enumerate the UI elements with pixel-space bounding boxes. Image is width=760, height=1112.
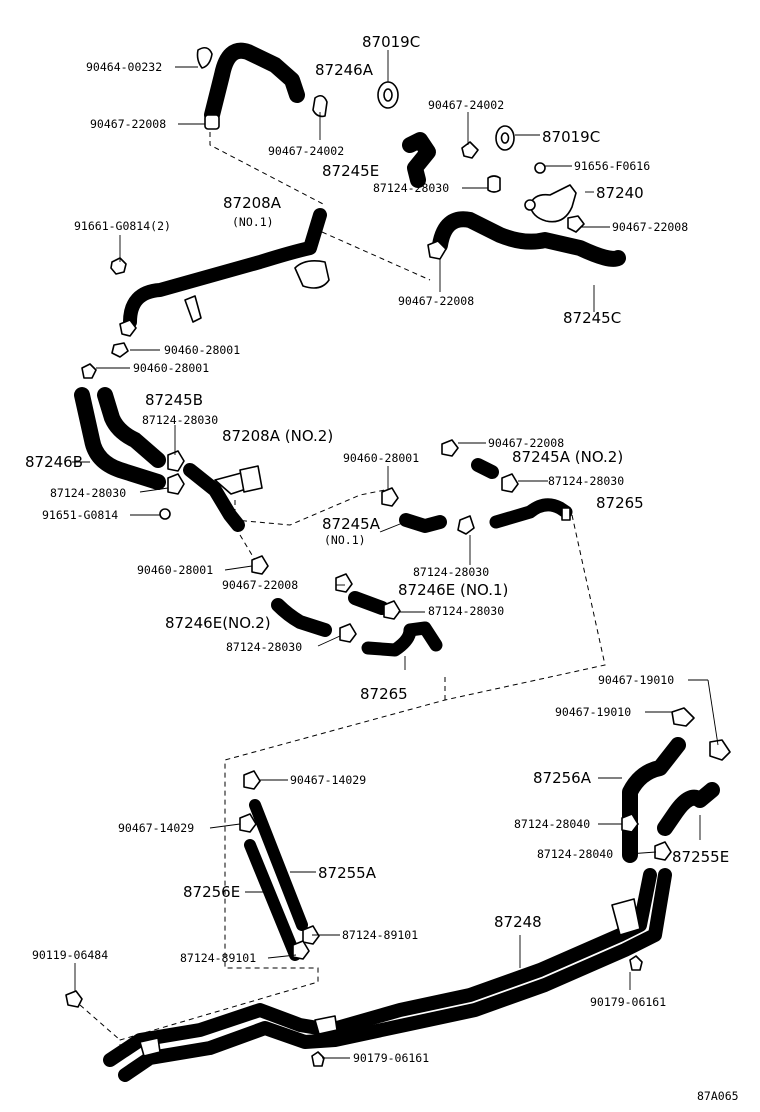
label-90467-14029-b: 90467-14029	[118, 821, 194, 835]
label-87245a-no1: 87245A	[322, 515, 381, 533]
label-87208a-no1: (NO.1)	[232, 215, 274, 229]
label-87248: 87248	[494, 913, 542, 931]
pipe-87265-a	[489, 498, 573, 529]
label-87124-89101-a: 87124-89101	[342, 928, 418, 942]
hose-87245e	[402, 125, 546, 193]
label-87124-28030-f: 87124-28030	[428, 604, 504, 618]
label-87246e-no2: 87246E(NO.2)	[165, 614, 271, 632]
label-87124-28030-c: 87124-28030	[548, 474, 624, 488]
pipe-87265-b	[361, 621, 443, 657]
label-90467-24002-a: 90467-24002	[428, 98, 504, 112]
label-90119-06484: 90119-06484	[32, 948, 108, 962]
part-labels: 90464-00232 87246A 87019C 90467-22008 90…	[25, 33, 739, 1103]
label-90460-28001-a: 90460-28001	[164, 343, 240, 357]
label-90467-22008-e: 90467-22008	[222, 578, 298, 592]
label-87245e: 87245E	[322, 162, 379, 180]
label-87245a-no2: 87245A (NO.2)	[512, 448, 623, 466]
label-87240: 87240	[596, 184, 644, 202]
hose-87246b	[74, 387, 166, 490]
label-87124-28030-a: 87124-28030	[373, 181, 449, 195]
label-90460-28001-d: 90460-28001	[137, 563, 213, 577]
label-87255e: 87255E	[672, 848, 729, 866]
label-90467-22008-c: 90467-22008	[398, 294, 474, 308]
hose-87256a	[621, 707, 731, 863]
label-87124-28040-a: 87124-28040	[514, 817, 590, 831]
label-91651-g0814: 91651-G0814	[42, 508, 118, 522]
label-90467-22008-b: 90467-22008	[612, 220, 688, 234]
label-87208a-no2: 87208A (NO.2)	[222, 427, 333, 445]
pipes-87255a-87256e	[239, 770, 320, 961]
hose-87246e-no2	[271, 598, 357, 643]
label-87124-28030-g: 87124-28030	[226, 640, 302, 654]
label-90467-19010-a: 90467-19010	[598, 673, 674, 687]
label-87124-28030-e: 87124-28030	[413, 565, 489, 579]
hose-87246e-no1	[335, 573, 401, 620]
pipe-87248	[65, 868, 672, 1082]
valve-87240	[524, 184, 585, 233]
label-90464-00232: 90464-00232	[86, 60, 162, 74]
label-90179-06161-a: 90179-06161	[590, 995, 666, 1009]
label-87208a: 87208A	[223, 194, 282, 212]
label-87124-28040-b: 87124-28040	[537, 847, 613, 861]
label-87246a: 87246A	[315, 61, 374, 79]
label-90460-28001-b: 90460-28001	[133, 361, 209, 375]
label-87246e-no1: 87246E (NO.1)	[398, 581, 508, 599]
hose-87245b	[97, 387, 185, 495]
pipe-87208a-no1	[81, 208, 330, 379]
label-87265-b: 87265	[360, 685, 408, 703]
label-87124-28030-d: 87124-28030	[50, 486, 126, 500]
hose-87245c	[427, 211, 626, 267]
hose-87246a	[196, 42, 399, 140]
label-90467-19010-b: 90467-19010	[555, 705, 631, 719]
label-90467-22008-d: 90467-22008	[488, 436, 564, 450]
label-87124-89101-b: 87124-89101	[180, 951, 256, 965]
label-91656-f0616: 91656-F0616	[574, 159, 650, 173]
hose-87255e	[654, 782, 720, 861]
label-87124-28030-b: 87124-28030	[142, 413, 218, 427]
label-87019c-top: 87019C	[362, 33, 420, 51]
pipe-87208a-no2	[159, 463, 263, 532]
label-90467-14029-a: 90467-14029	[290, 773, 366, 787]
figure-code: 87A065	[697, 1089, 739, 1103]
label-91661-g0814: 91661-G0814(2)	[74, 219, 171, 233]
label-87245c: 87245C	[563, 309, 621, 327]
label-87256a: 87256A	[533, 769, 592, 787]
label-87265-a: 87265	[596, 494, 644, 512]
label-87019c-b: 87019C	[542, 128, 600, 146]
label-87255a: 87255A	[318, 864, 377, 882]
label-90467-22008-a: 90467-22008	[90, 117, 166, 131]
leader-lines	[72, 50, 719, 1059]
label-90460-28001-c: 90460-28001	[343, 451, 419, 465]
label-87246b: 87246B	[25, 453, 83, 471]
label-90179-06161-b: 90179-06161	[353, 1051, 429, 1065]
hose-87245a-no1	[251, 487, 475, 575]
hose-87245a-no2	[441, 439, 519, 493]
label-90467-24002-b: 90467-24002	[268, 144, 344, 158]
label-87245b: 87245B	[145, 391, 203, 409]
label-87256e: 87256E	[183, 883, 240, 901]
label-87245a-no1-sub: (NO.1)	[324, 533, 366, 547]
